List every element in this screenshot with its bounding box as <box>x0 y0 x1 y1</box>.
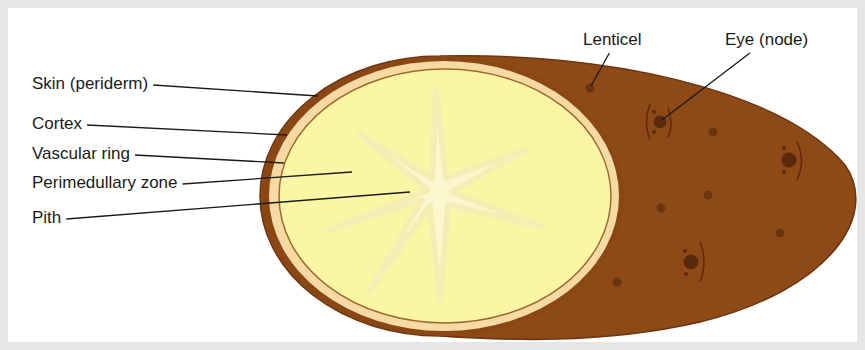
part-label: Perimedullary zone <box>32 173 178 193</box>
part-label: Vascular ring <box>32 144 130 164</box>
cortex <box>269 61 619 331</box>
vascular-ring <box>279 69 611 323</box>
part-label: Pith <box>32 208 61 228</box>
periderm <box>262 56 624 336</box>
eyes <box>647 104 802 282</box>
tuber-skin <box>260 56 856 340</box>
lenticels <box>586 84 785 287</box>
leader-lines <box>66 53 750 219</box>
part-label: Cortex <box>32 114 82 134</box>
part-label: Skin (periderm) <box>32 74 148 94</box>
part-label: Eye (node) <box>725 30 808 50</box>
part-label: Lenticel <box>583 30 642 50</box>
pith <box>330 90 540 300</box>
